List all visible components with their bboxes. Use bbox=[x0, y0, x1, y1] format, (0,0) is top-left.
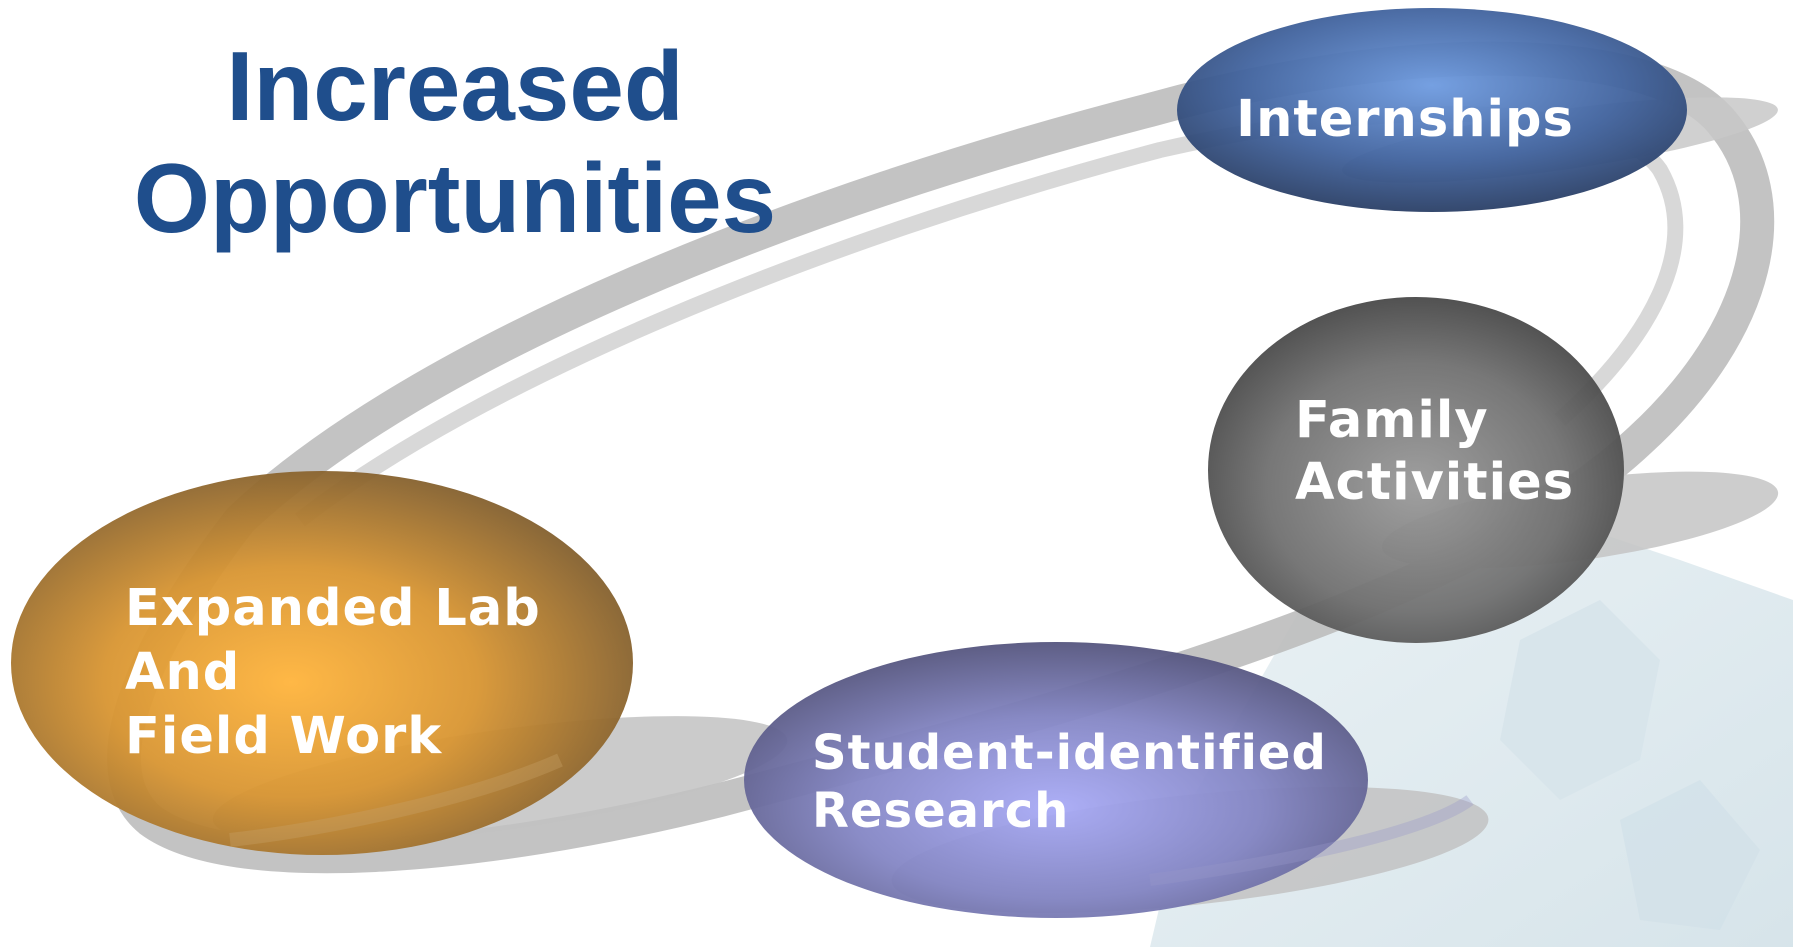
lab-line-2: And bbox=[125, 643, 241, 702]
internships-text: Internships bbox=[1236, 90, 1574, 149]
lab-line-3: Field Work bbox=[125, 707, 443, 766]
title-line-1: Increased bbox=[226, 31, 684, 141]
internships-oval bbox=[1177, 8, 1687, 212]
internships-label: Internships bbox=[1185, 90, 1625, 150]
research-oval bbox=[744, 642, 1368, 918]
lab-line-1: Expanded Lab bbox=[125, 579, 541, 638]
family-activities-label: Family Activities bbox=[1295, 390, 1615, 514]
family-line-2: Activities bbox=[1295, 453, 1575, 512]
lab-oval bbox=[11, 471, 633, 855]
research-line-2: Research bbox=[812, 783, 1070, 839]
title-line-2: Opportunities bbox=[133, 143, 777, 253]
ring-outer bbox=[107, 41, 1775, 874]
family-oval bbox=[1208, 297, 1624, 643]
student-research-label: Student-identified Research bbox=[812, 724, 1332, 840]
page-title: Increased Opportunities bbox=[60, 30, 850, 254]
research-line-1: Student-identified bbox=[812, 725, 1327, 781]
expanded-lab-label: Expanded Lab And Field Work bbox=[125, 577, 595, 769]
family-line-1: Family bbox=[1295, 391, 1489, 450]
